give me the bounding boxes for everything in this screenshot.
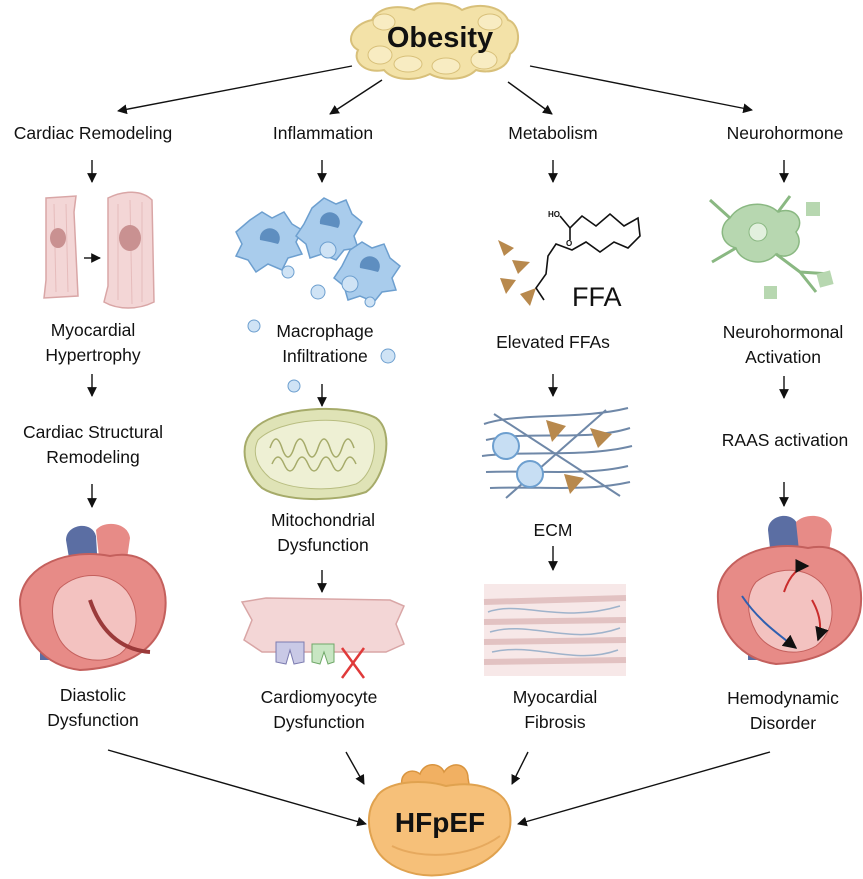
myocardial-hypertrophy-line2: Hypertrophy xyxy=(45,345,141,365)
hfpef-heart-icon xyxy=(368,764,512,877)
myocardial-fibrosis-line2: Fibrosis xyxy=(524,712,586,732)
macrophage-infiltration-line1: Macrophage xyxy=(276,321,374,341)
obesity-fat-cells-icon xyxy=(350,2,519,80)
neurohormonal-activation-line2: Activation xyxy=(745,347,821,367)
obesity-title: Obesity xyxy=(386,22,494,54)
diastolic-dysfunction-line1: Diastolic xyxy=(59,685,127,705)
ffa-hydroxyl-label: HO xyxy=(548,210,560,219)
hemodynamic-heart-icon xyxy=(716,515,863,666)
heading-cardiac-remodeling: Cardiac Remodeling xyxy=(13,123,173,143)
cardiomyocyte-channels-icon xyxy=(240,597,405,679)
obesity-arrows xyxy=(117,65,753,115)
macrophage-icon xyxy=(234,197,402,393)
diastolic-dysfunction-line2: Dysfunction xyxy=(47,710,139,730)
cardiac-structural-remodeling-line2: Remodeling xyxy=(46,447,140,467)
mitochondrion-icon xyxy=(243,407,388,501)
mitochondrial-dysfunction-line2: Dysfunction xyxy=(277,535,369,555)
ffa-molecule-icon xyxy=(498,212,641,306)
cardiomyocyte-dysfunction-line2: Dysfunction xyxy=(273,712,365,732)
raas-activation: RAAS activation xyxy=(721,430,849,450)
hypertrophy-cells-icon xyxy=(43,191,155,309)
diastolic-heart-icon xyxy=(18,523,167,672)
elevated-ffas: Elevated FFAs xyxy=(496,332,610,352)
hfpef-arrows xyxy=(107,749,771,827)
myocardial-fibrosis-line1: Myocardial xyxy=(512,687,598,707)
ecm-label: ECM xyxy=(533,520,573,540)
heading-neurohormone: Neurohormone xyxy=(726,123,844,143)
hemodynamic-disorder-line2: Disorder xyxy=(749,713,817,733)
hemodynamic-disorder-line1: Hemodynamic xyxy=(727,688,839,708)
ffa-oxygen-label: O xyxy=(566,239,572,248)
hfpef-title: HFpEF xyxy=(394,807,486,838)
ffa-label: FFA xyxy=(572,282,622,312)
heading-inflammation: Inflammation xyxy=(272,123,374,143)
mitochondrial-dysfunction-line1: Mitochondrial xyxy=(270,510,376,530)
neuron-icon xyxy=(708,195,834,299)
cardiac-structural-remodeling-line1: Cardiac Structural xyxy=(22,422,164,442)
myocardial-hypertrophy-line1: Myocardial xyxy=(50,320,136,340)
heading-metabolism: Metabolism xyxy=(508,123,598,143)
fibrosis-tissue-icon xyxy=(483,584,627,676)
ecm-fibres-icon xyxy=(481,407,633,499)
cardiomyocyte-dysfunction-line1: Cardiomyocyte xyxy=(260,687,378,707)
macrophage-infiltration-line2: Infiltratione xyxy=(282,346,368,366)
neurohormonal-activation-line1: Neurohormonal xyxy=(722,322,844,342)
flow-arrows xyxy=(87,160,789,593)
